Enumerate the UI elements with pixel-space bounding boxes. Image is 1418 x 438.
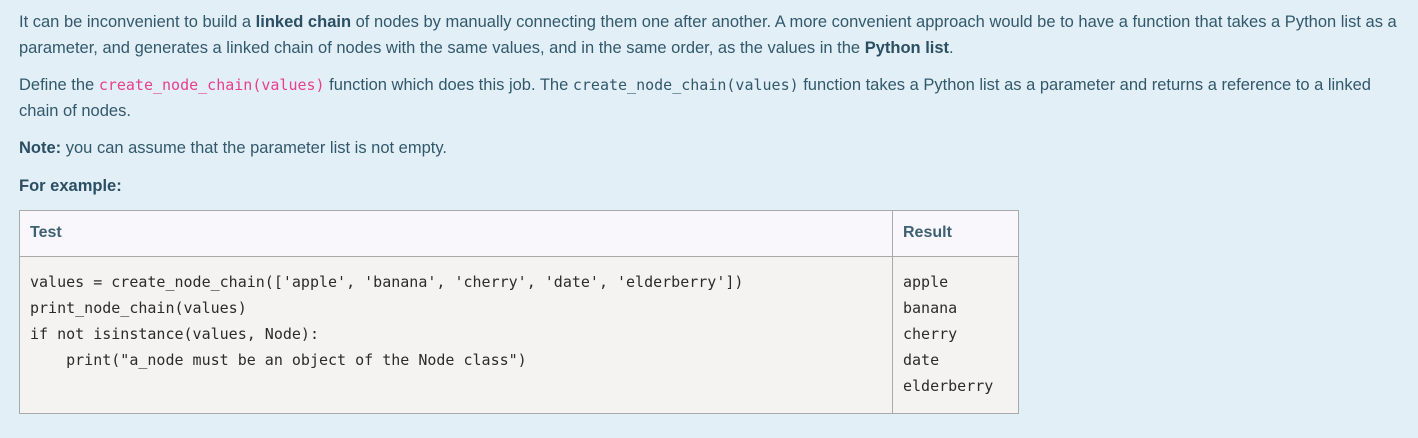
inline-code-create-node-chain-plain: create_node_chain(values) <box>572 76 799 94</box>
note-text: you can assume that the parameter list i… <box>61 139 447 157</box>
cell-test: values = create_node_chain(['apple', 'ba… <box>19 256 893 414</box>
define-paragraph: Define the create_node_chain(values) fun… <box>19 73 1399 124</box>
cell-result: apple banana cherry date elderberry <box>892 256 1019 414</box>
intro-paragraph: It can be inconvenient to build a linked… <box>19 10 1399 61</box>
column-header-test: Test <box>19 210 893 257</box>
intro-text-part1: It can be inconvenient to build a <box>19 13 256 31</box>
test-code-block: values = create_node_chain(['apple', 'ba… <box>30 273 744 369</box>
intro-text-part3: . <box>949 38 954 57</box>
note-label: Note: <box>19 139 62 157</box>
intro-text-part2: of nodes by manually connecting them one… <box>19 13 1397 57</box>
note-paragraph: Note: you can assume that the parameter … <box>19 136 1399 162</box>
for-example-bold: For example: <box>19 176 122 195</box>
example-table: Test Result values = create_node_chain([… <box>19 210 1019 414</box>
question-body: It can be inconvenient to build a linked… <box>19 10 1399 414</box>
intro-bold-linked-chain: linked chain <box>255 13 352 31</box>
define-text-part1: Define the <box>19 76 99 94</box>
intro-bold-python-list: Python list <box>864 38 950 57</box>
result-output-block: apple banana cherry date elderberry <box>903 273 994 395</box>
table-row: values = create_node_chain(['apple', 'ba… <box>19 256 1019 414</box>
table-header-row: Test Result <box>19 210 1019 257</box>
inline-code-create-node-chain-pink: create_node_chain(values) <box>98 76 325 94</box>
column-header-result: Result <box>892 210 1019 257</box>
define-text-part2: function which does this job. The <box>324 76 573 94</box>
for-example-label: For example: <box>19 174 1399 200</box>
define-text-part3: function takes a Python list as a parame… <box>19 76 1371 120</box>
